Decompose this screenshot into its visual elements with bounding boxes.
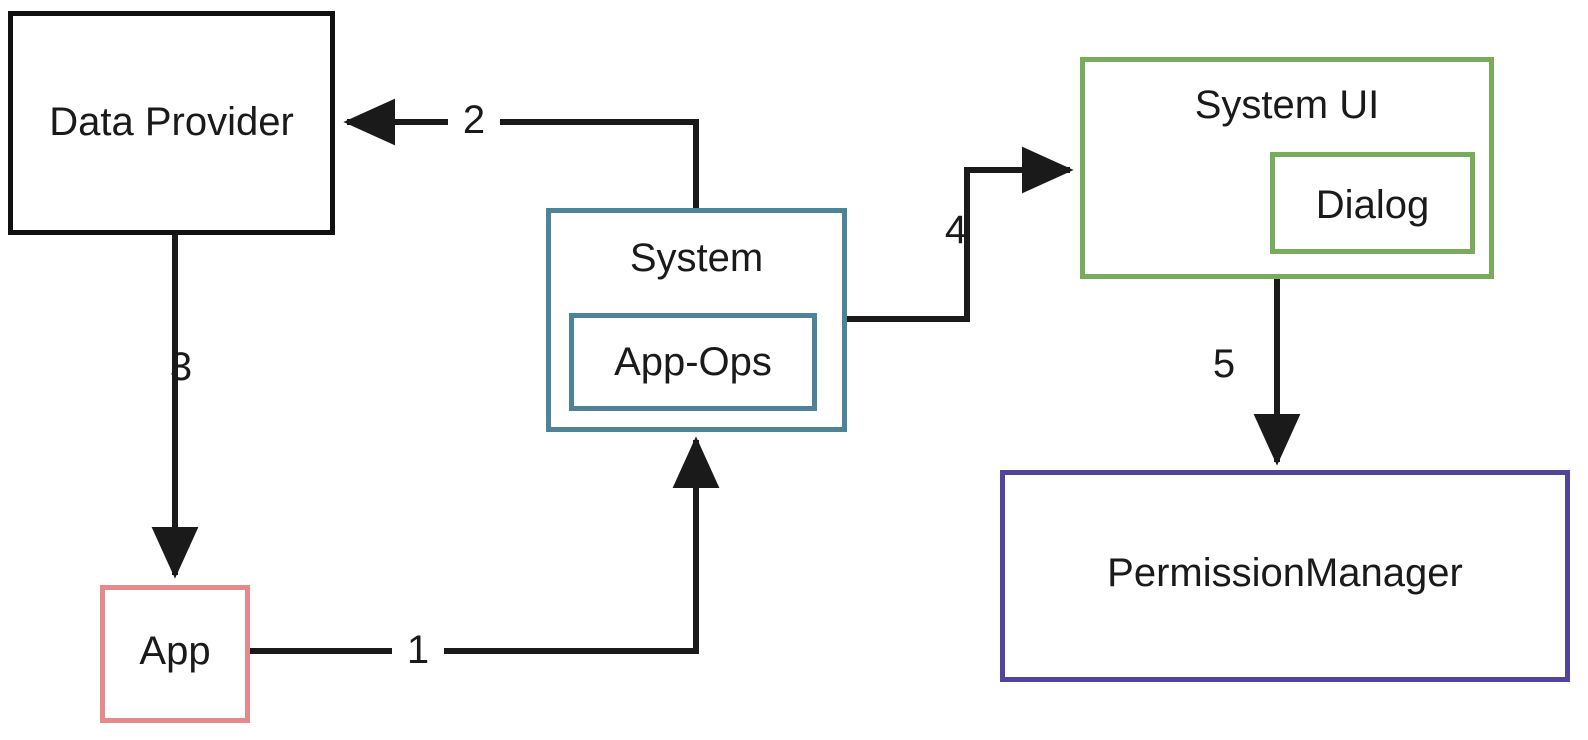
edge-label-3: 3 — [169, 345, 193, 389]
edge-4-path — [847, 146, 1074, 322]
node-app[interactable] — [100, 585, 250, 723]
edge-label-4: 4 — [944, 208, 968, 252]
node-data-provider-label: Data Provider — [49, 100, 294, 144]
node-system-label: System — [629, 236, 764, 280]
node-app-ops[interactable] — [569, 313, 817, 411]
node-data-provider[interactable] — [8, 11, 335, 235]
node-dialog-label: Dialog — [1315, 183, 1430, 227]
node-app-label: App — [139, 629, 211, 673]
edge-label-2: 2 — [448, 100, 500, 140]
node-permission-manager-label: PermissionManager — [1107, 551, 1463, 595]
edge-label-5: 5 — [1212, 342, 1236, 386]
node-app-ops-label: App-Ops — [614, 340, 772, 384]
edge-2-path — [343, 98, 699, 208]
node-permission-manager[interactable] — [1000, 470, 1570, 682]
node-dialog[interactable] — [1270, 152, 1475, 254]
node-system-ui-label: System UI — [1194, 83, 1380, 127]
edge-label-1: 1 — [392, 630, 444, 670]
edge-1-path — [250, 436, 720, 654]
